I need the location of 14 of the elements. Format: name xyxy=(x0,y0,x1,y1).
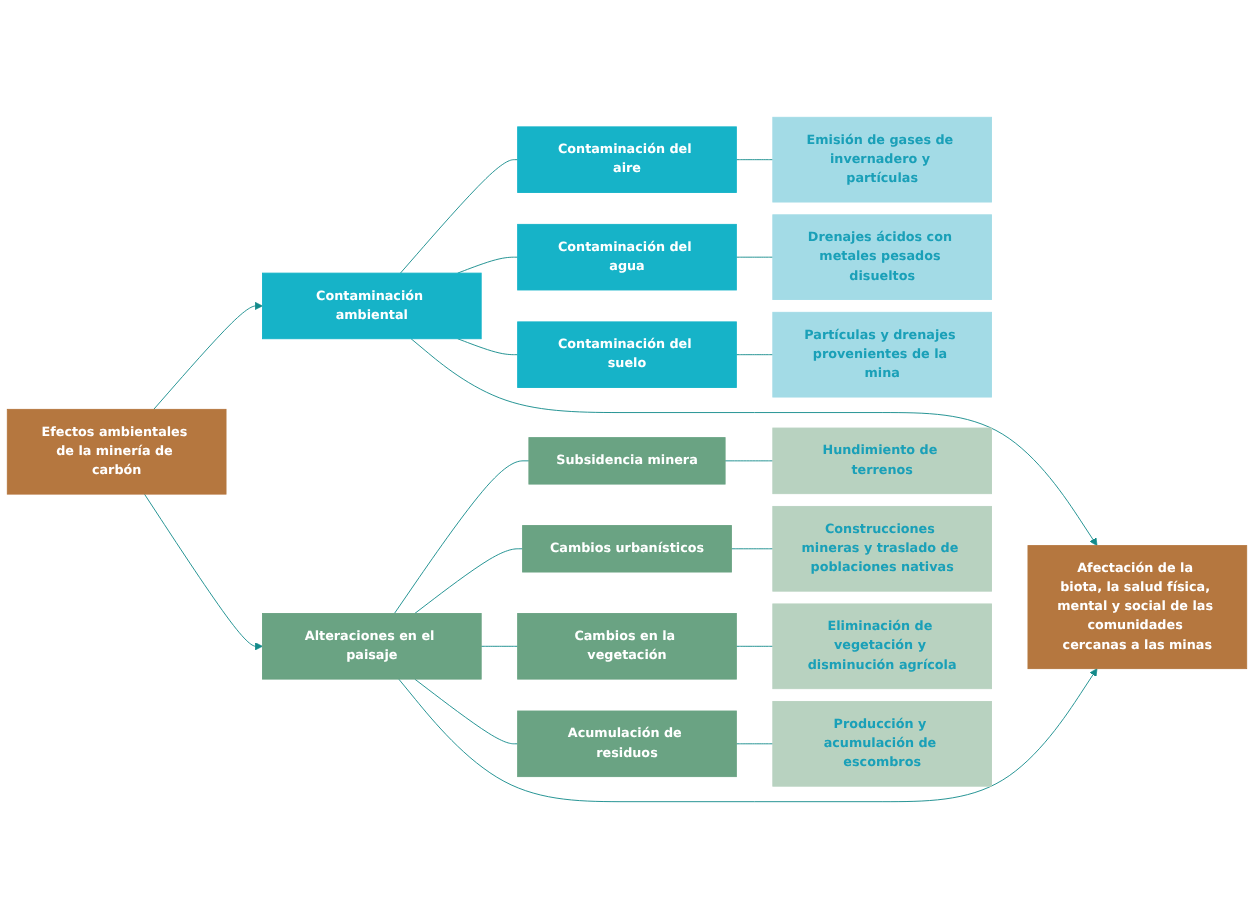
connector xyxy=(724,459,774,461)
connector xyxy=(457,256,519,274)
connector xyxy=(414,547,524,614)
connector xyxy=(400,158,519,274)
connector xyxy=(393,459,530,614)
connector xyxy=(735,256,774,258)
connector xyxy=(414,678,519,744)
connector xyxy=(735,645,774,647)
connector xyxy=(735,353,774,355)
connector xyxy=(735,158,774,160)
connector xyxy=(480,645,519,647)
connector xyxy=(457,337,519,355)
connector xyxy=(735,742,774,744)
connector xyxy=(730,547,774,549)
